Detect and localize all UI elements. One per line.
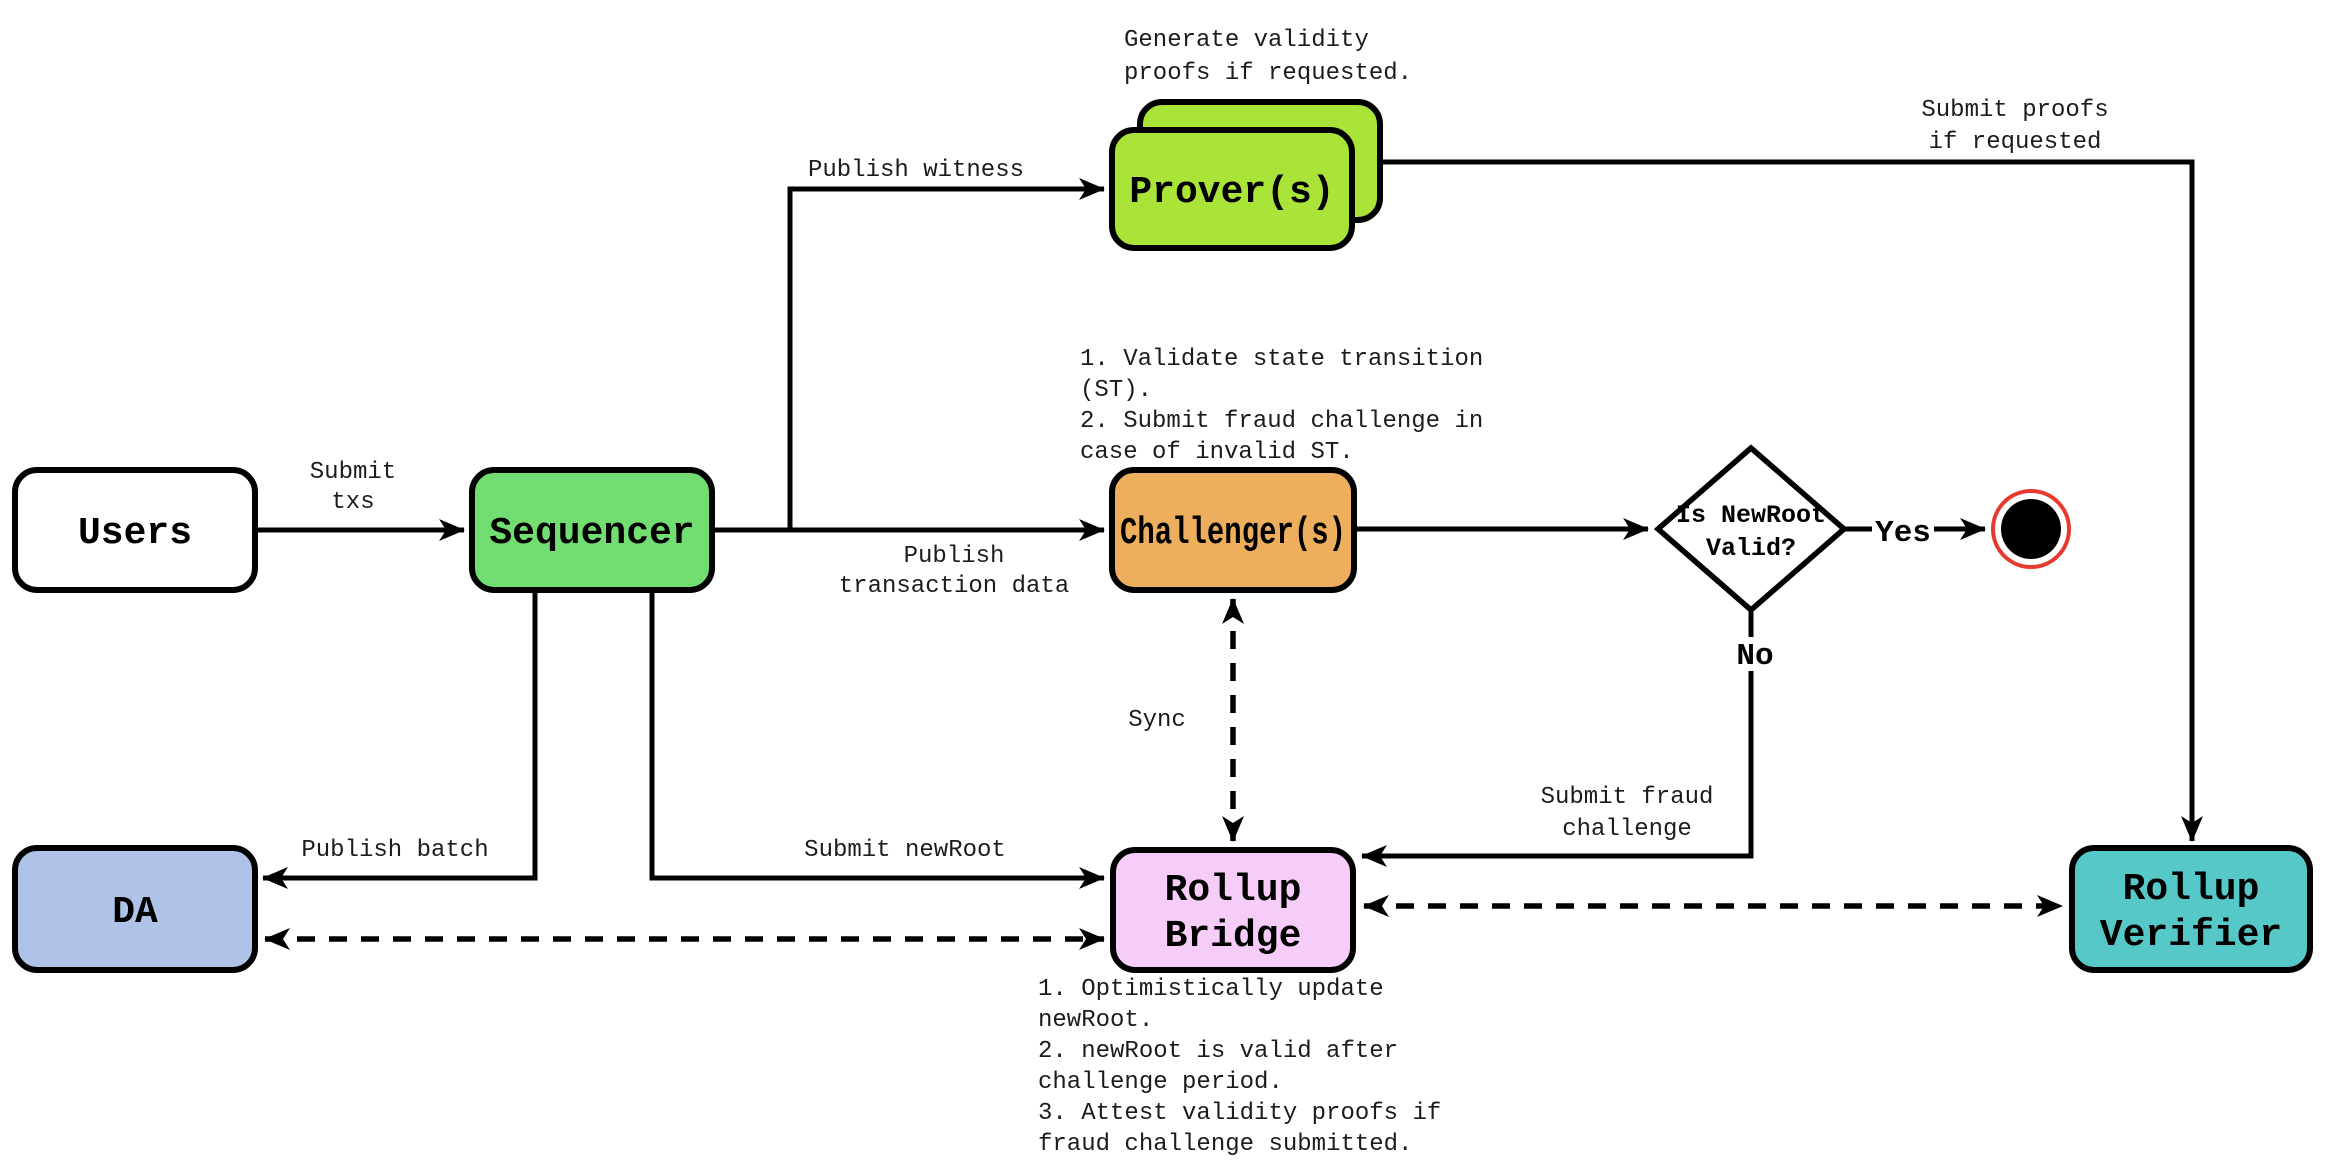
node-challenger: Challenger(s)	[1109, 467, 1357, 593]
submit-proofs-label-line2: if requested	[1929, 129, 2102, 156]
submit-txs-label-line2: txs	[331, 489, 374, 516]
sequencer-label: Sequencer	[489, 512, 694, 555]
edge-submit-proofs	[1382, 159, 2203, 842]
decision-diamond	[1653, 444, 1849, 614]
bridge-note-line6: fraud challenge submitted.	[1038, 1131, 1412, 1158]
bridge-note-line2: newRoot.	[1038, 1007, 1153, 1034]
edge-label-layer: Submit txs Publish witness Publish trans…	[301, 97, 2108, 864]
rollup-bridge-box	[1110, 847, 1356, 973]
prover-label: Prover(s)	[1129, 171, 1334, 214]
bridge-note-line1: 1. Optimistically update	[1038, 976, 1384, 1003]
challenger-note-line3: 2. Submit fraud challenge in	[1080, 408, 1483, 435]
annotation-layer: Generate validity proofs if requested. 1…	[1038, 27, 1483, 1158]
edge-submit-fraud-challenge	[1361, 610, 1754, 867]
prover-note-line1: Generate validity	[1124, 27, 1369, 54]
challenger-note-line2: (ST).	[1080, 377, 1152, 404]
end-state-disc	[2001, 499, 2061, 559]
submit-txs-label-line1: Submit	[310, 459, 396, 486]
challenger-note-line4: case of invalid ST.	[1080, 439, 1354, 466]
users-box	[12, 467, 258, 593]
rollup-verifier-label-line1: Rollup	[2123, 868, 2260, 911]
submit-fraud-challenge-label-line1: Submit fraud	[1541, 784, 1714, 811]
node-sequencer: Sequencer	[469, 467, 715, 593]
node-end-state	[1991, 489, 2071, 569]
challenger-label: Challenger(s)	[1120, 512, 1346, 555]
bridge-note-line4: challenge period.	[1038, 1069, 1283, 1096]
publish-transaction-data-label-line1: Publish	[904, 543, 1005, 570]
node-rollup-verifier: Rollup Verifier	[2069, 845, 2313, 973]
publish-witness-label: Publish witness	[808, 157, 1024, 184]
no-label-backing	[1733, 637, 1777, 671]
sync-label: Sync	[1128, 707, 1186, 734]
bridge-note-line3: 2. newRoot is valid after	[1038, 1038, 1398, 1065]
node-decision: Is NewRoot Valid?	[1653, 444, 1849, 614]
edge-publish-batch	[262, 590, 538, 889]
prover-note-line2: proofs if requested.	[1124, 60, 1412, 87]
challenger-box	[1109, 467, 1357, 593]
node-da: DA	[12, 845, 258, 973]
decision-label-line2: Valid?	[1706, 534, 1796, 563]
yes-label-backing	[1872, 514, 1934, 548]
challenger-note-line1: 1. Validate state transition	[1080, 346, 1483, 373]
sequencer-box	[469, 467, 715, 593]
rollup-bridge-label-line1: Rollup	[1165, 869, 1302, 912]
bridge-note-line5: 3. Attest validity proofs if	[1038, 1100, 1441, 1127]
yes-label: Yes	[1875, 516, 1931, 551]
rollup-verifier-label-line2: Verifier	[2100, 914, 2282, 957]
publish-transaction-data-label-line2: transaction data	[839, 573, 1069, 600]
da-label: DA	[112, 891, 158, 934]
submit-proofs-label-line1: Submit proofs	[1921, 97, 2108, 124]
node-rollup-bridge: Rollup Bridge	[1110, 847, 1356, 973]
edge-layer	[257, 159, 2203, 950]
rollup-verifier-box	[2069, 845, 2313, 973]
edge-submit-newroot	[649, 590, 1105, 889]
publish-batch-label: Publish batch	[301, 837, 488, 864]
decision-label-line1: Is NewRoot	[1676, 501, 1826, 530]
node-users: Users	[12, 467, 258, 593]
node-prover: Prover(s)	[1109, 99, 1383, 251]
no-label: No	[1736, 639, 1773, 674]
submit-fraud-challenge-label-line2: challenge	[1562, 816, 1692, 843]
da-box	[12, 845, 258, 973]
submit-newroot-label: Submit newRoot	[804, 837, 1006, 864]
rollup-bridge-label-line2: Bridge	[1165, 915, 1302, 958]
prover-box	[1109, 127, 1355, 251]
edge-publish-witness	[787, 178, 1105, 532]
users-label: Users	[78, 512, 192, 555]
